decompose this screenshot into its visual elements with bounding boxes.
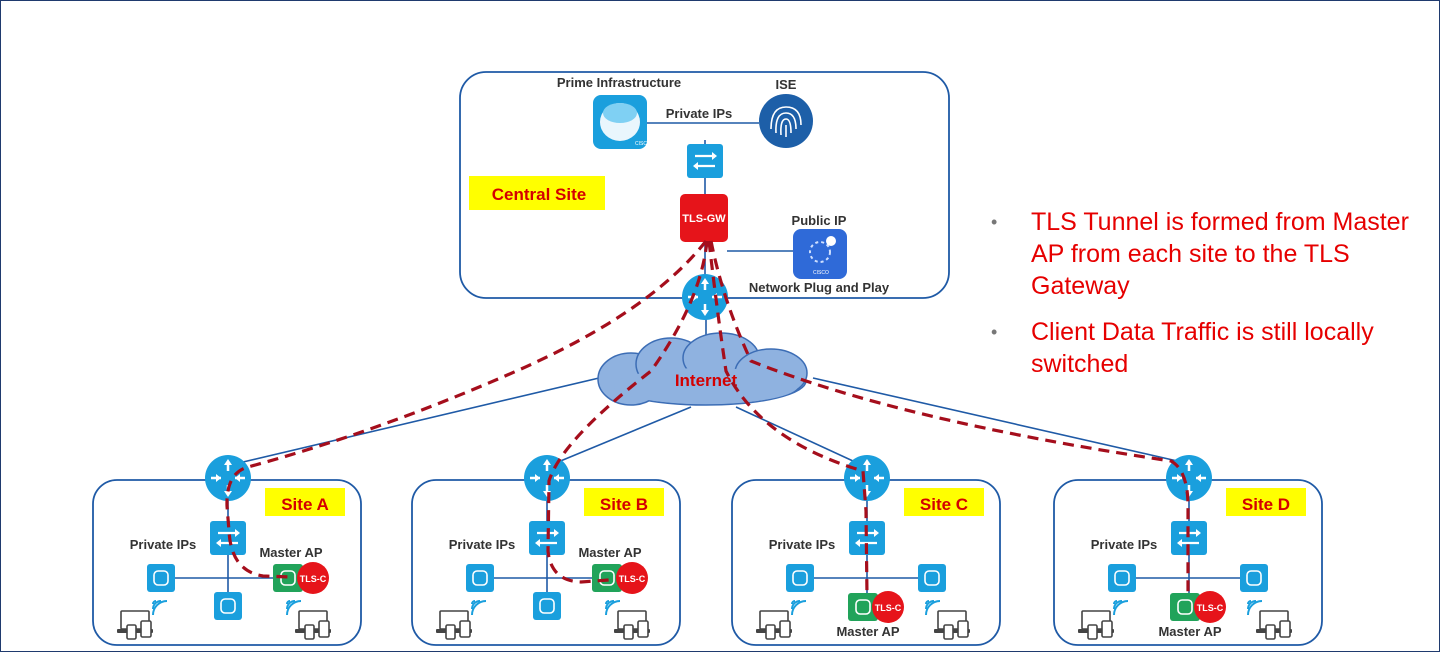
network-plug-and-play-label: Network Plug and Play — [749, 280, 890, 295]
master-ap-label: Master AP — [1158, 624, 1221, 639]
central-site-label: Central Site — [492, 185, 586, 204]
master-ap-label: Master AP — [259, 545, 322, 560]
tls-client-badge: TLS-C — [872, 591, 904, 623]
site-router-icon — [203, 453, 253, 503]
tunnel-site-d — [709, 240, 1190, 596]
bullet: • — [991, 212, 998, 232]
tunnel-site-c — [707, 240, 869, 597]
access-point-icon — [785, 563, 815, 593]
note-item: • Client Data Traffic is still locally sw… — [991, 316, 1411, 380]
access-point-icon — [532, 591, 562, 621]
tls-client-label: TLS-C — [300, 574, 327, 584]
bullet: • — [991, 322, 998, 342]
site-label-bg — [1226, 488, 1306, 516]
tls-client-badge: TLS-C — [1194, 591, 1226, 623]
ise-fingerprint-icon — [759, 94, 813, 148]
site-private-ips-label: Private IPs — [769, 537, 836, 552]
site-private-ips-label: Private IPs — [449, 537, 516, 552]
network-plug-and-play-icon: CISCO — [793, 229, 847, 279]
tls-client-badge: TLS-C — [616, 562, 648, 594]
tls-tunnels — [225, 240, 1190, 597]
prime-infrastructure-icon: CISCO — [593, 95, 651, 149]
central-private-ips-label: Private IPs — [666, 106, 733, 121]
central-site-label-bg — [469, 176, 605, 210]
internet-label: Internet — [675, 371, 738, 390]
tunnel-site-a — [225, 240, 708, 579]
ise-label: ISE — [776, 77, 797, 92]
access-point-icon — [146, 563, 176, 593]
access-point-icon — [1107, 563, 1137, 593]
prime-infrastructure-label: Prime Infrastructure — [557, 75, 681, 90]
access-point-icon — [213, 591, 243, 621]
site-name-label: Site C — [920, 495, 968, 514]
site-name-label: Site B — [600, 495, 648, 514]
site-private-ips-label: Private IPs — [130, 537, 197, 552]
tls-client-label: TLS-C — [1197, 603, 1224, 613]
note-text-tunnel: TLS Tunnel is formed from Master AP from… — [1031, 208, 1409, 300]
svg-text:CISCO: CISCO — [635, 141, 651, 147]
note-item: • TLS Tunnel is formed from Master AP fro… — [991, 206, 1411, 302]
tls-client-label: TLS-C — [875, 603, 902, 613]
access-point-icon — [465, 563, 495, 593]
tls-client-label: TLS-C — [619, 574, 646, 584]
site-router-icon — [522, 453, 572, 503]
site-label-bg — [584, 488, 664, 516]
site-name-label: Site A — [281, 495, 329, 514]
site-label-bg — [265, 488, 345, 516]
public-ip-label: Public IP — [792, 213, 847, 228]
site-router-icon — [842, 453, 892, 503]
tunnel-site-b — [546, 240, 709, 584]
wan-links — [225, 314, 1187, 468]
svg-text:CISCO: CISCO — [813, 270, 829, 276]
tls-gateway: TLS-GW — [680, 194, 728, 242]
site-name-label: Site D — [1242, 495, 1290, 514]
site-private-ips-label: Private IPs — [1091, 537, 1158, 552]
master-ap-label: Master AP — [836, 624, 899, 639]
note-text-local-switching: Client Data Traffic is still locally swi… — [1031, 318, 1374, 378]
notes-list: • TLS Tunnel is formed from Master AP fro… — [991, 206, 1411, 394]
access-point-icon — [1239, 563, 1269, 593]
master-ap-label: Master AP — [578, 545, 641, 560]
tls-gateway-label: TLS-GW — [682, 213, 726, 225]
tls-client-badge: TLS-C — [297, 562, 329, 594]
internet-cloud — [597, 332, 808, 406]
access-point-icon — [917, 563, 947, 593]
central-switch-icon — [685, 142, 725, 180]
site-label-bg — [904, 488, 984, 516]
